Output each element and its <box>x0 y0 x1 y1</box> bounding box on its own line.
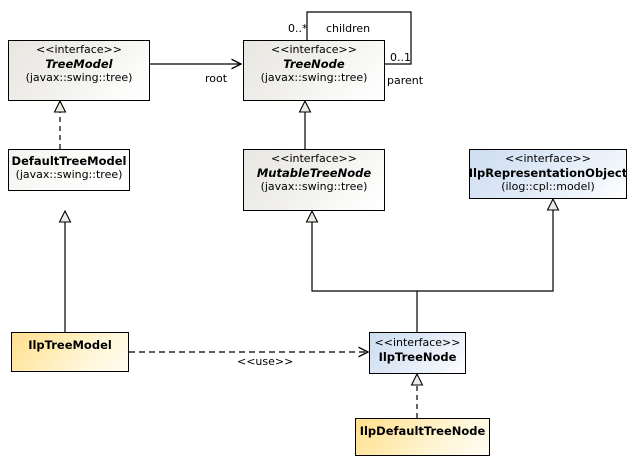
class-stereotype: <<interface>> <box>505 152 591 165</box>
class-package: (javax::swing::tree) <box>260 179 368 193</box>
class-box-ilp-default-tree-node[interactable]: IlpDefaultTreeNode <box>355 418 490 456</box>
class-name: IlpRepresentationObject <box>468 165 628 180</box>
class-box-default-tree-model[interactable]: DefaultTreeModel (javax::swing::tree) <box>8 149 130 191</box>
class-package: (javax::swing::tree) <box>260 70 368 84</box>
class-box-ilp-representation-object[interactable]: <<interface>> IlpRepresentationObject (i… <box>469 149 627 199</box>
edge-label-parent-multiplicity: 0..1 <box>390 51 411 64</box>
class-stereotype: <<interface>> <box>271 152 357 165</box>
edge-ilptreenode-extends-mutabletreenode <box>312 211 418 332</box>
class-box-mutable-tree-node[interactable]: <<interface>> MutableTreeNode (javax::sw… <box>243 149 385 211</box>
class-name: DefaultTreeModel <box>11 154 127 168</box>
class-name: TreeNode <box>283 56 345 71</box>
class-name: IlpTreeModel <box>28 338 112 352</box>
class-package: (javax::swing::tree) <box>15 168 123 182</box>
edge-label-root: root <box>205 72 228 85</box>
edge-label-parent: parent <box>387 74 424 87</box>
class-name: IlpTreeNode <box>378 349 457 364</box>
class-name: IlpDefaultTreeNode <box>359 424 486 438</box>
class-box-ilp-tree-node[interactable]: <<interface>> IlpTreeNode <box>369 332 466 374</box>
edge-ilptreenode-extends-ilprepresentationobject <box>417 199 553 292</box>
class-stereotype: <<interface>> <box>271 43 357 56</box>
class-box-tree-node[interactable]: <<interface>> TreeNode (javax::swing::tr… <box>243 40 385 101</box>
class-package: (javax::swing::tree) <box>25 70 133 84</box>
class-stereotype: <<interface>> <box>374 336 461 349</box>
class-stereotype: <<interface>> <box>36 43 122 56</box>
class-box-tree-model[interactable]: <<interface>> TreeModel (javax::swing::t… <box>8 40 150 101</box>
class-box-ilp-tree-model[interactable]: IlpTreeModel <box>11 332 129 372</box>
edge-label-use: <<use>> <box>237 355 294 368</box>
class-name: MutableTreeNode <box>256 165 372 180</box>
edge-label-children-multiplicity: 0..* <box>288 22 308 35</box>
class-package: (ilog::cpl::model) <box>501 179 595 193</box>
class-name: TreeModel <box>45 56 113 71</box>
edge-label-children: children <box>326 22 371 35</box>
